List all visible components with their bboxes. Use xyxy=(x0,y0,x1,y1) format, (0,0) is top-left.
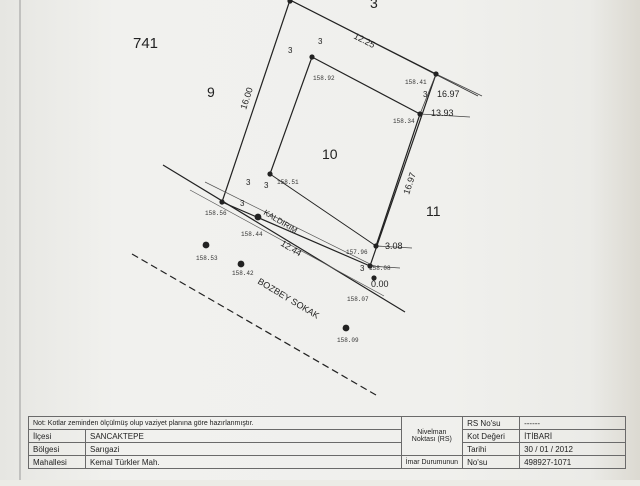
dim-front: 12.44 xyxy=(279,238,303,258)
survey-point xyxy=(219,199,225,205)
footer-note: Not: Kotlar zeminden ölçülmüş olup vaziy… xyxy=(28,416,402,430)
info-table: Not: Kotlar zeminden ölçülmüş olup vaziy… xyxy=(28,416,626,486)
setback-3-f: 3 xyxy=(240,199,245,208)
elev-158-51: 158.51 xyxy=(277,179,299,186)
dim-line-right-5 xyxy=(369,265,401,269)
parcel-label-10: 10 xyxy=(322,146,338,162)
elev-157-96: 157.96 xyxy=(346,249,368,256)
survey-points xyxy=(202,0,439,332)
dim-line-right-4 xyxy=(375,245,413,249)
setback-3-c: 3 xyxy=(423,90,428,99)
rs-label: RS No'su xyxy=(462,416,521,430)
survey-point xyxy=(373,243,379,249)
ilce-label: İlçesi xyxy=(28,429,86,443)
no-value: 498927-1071 xyxy=(519,455,626,469)
parcel-top-edge xyxy=(289,0,437,75)
elev-158-41: 158.41 xyxy=(405,79,427,86)
nivelman-label: Nivelman Noktası (RS) xyxy=(400,416,464,456)
elev-158-44: 158.44 xyxy=(241,231,263,238)
survey-point xyxy=(254,213,262,221)
imar-label: İmar Durumunun xyxy=(400,455,464,469)
elev-158-07: 158.07 xyxy=(347,296,369,303)
rs-value: ------ xyxy=(519,416,626,430)
parcel-front-edge xyxy=(221,201,371,267)
dim-right-outer: 16.97 xyxy=(437,89,460,99)
setback-3-d: 3 xyxy=(246,178,251,187)
survey-point xyxy=(287,0,293,4)
elev-158-92: 158.92 xyxy=(313,75,335,82)
envelope-top xyxy=(311,56,421,115)
survey-point xyxy=(417,111,423,117)
dim-line-right-2 xyxy=(419,113,471,118)
tarih-label: Tarihi xyxy=(462,442,521,456)
front-offset-line xyxy=(204,181,375,267)
survey-point xyxy=(367,263,373,269)
elev-158-09: 158.09 xyxy=(337,337,359,344)
tarih-value: 30 / 01 / 2012 xyxy=(519,442,626,456)
street-name-label: BOZBEY SOKAK xyxy=(256,276,321,321)
page-edge-shadow xyxy=(590,0,640,480)
no-label: No'su xyxy=(462,455,521,469)
dim-top: 12.25 xyxy=(352,31,377,50)
elev-158-34: 158.34 xyxy=(393,118,415,125)
mahalle-value: Kemal Türkler Mah. xyxy=(85,455,402,469)
elev-158-08: 158.08 xyxy=(369,265,391,272)
dim-line-right-3 xyxy=(419,73,437,115)
kaldirim-line-inner xyxy=(189,189,385,297)
survey-point xyxy=(237,260,245,268)
parcel-label-11: 11 xyxy=(426,203,441,219)
setback-3-e: 3 xyxy=(264,181,269,190)
survey-point xyxy=(433,71,439,77)
parcel-label-9: 9 xyxy=(207,84,215,100)
setback-3-b: 3 xyxy=(318,37,323,46)
setback-3-g: 3 xyxy=(360,264,365,273)
kot-label: Kot Değeri xyxy=(462,429,521,443)
envelope-left xyxy=(269,56,313,175)
dim-line-right-1 xyxy=(435,73,483,97)
survey-point xyxy=(267,171,273,177)
parcel-left-edge xyxy=(221,0,291,203)
dim-zero: 0.00 xyxy=(371,279,389,289)
survey-point xyxy=(342,324,350,332)
survey-point xyxy=(309,54,315,60)
dim-setback-top-right: 13.93 xyxy=(431,108,454,118)
parcel-label-3: 3 xyxy=(370,0,378,11)
setback-3-a: 3 xyxy=(288,46,293,55)
mahalle-label: Mahallesi xyxy=(28,455,86,469)
elev-158-56: 158.56 xyxy=(205,210,227,217)
dim-left: 16.00 xyxy=(238,86,254,111)
street-dashed-line xyxy=(131,253,377,396)
bolge-label: Bölgesi xyxy=(28,442,86,456)
dim-right: 16.97 xyxy=(401,171,417,196)
elev-158-42: 158.42 xyxy=(232,270,254,277)
ilce-value: SANCAKTEPE xyxy=(85,429,402,443)
parcel-label-741: 741 xyxy=(133,35,158,52)
kaldirim-line-outer xyxy=(162,164,406,313)
bolge-value: Sarıgazi xyxy=(85,442,402,456)
parcel-right-edge xyxy=(369,73,437,267)
envelope-front xyxy=(269,173,377,247)
survey-point xyxy=(202,241,210,249)
kot-value: İTİBARİ xyxy=(519,429,626,443)
dim-setback-right-bottom: 3.08 xyxy=(385,241,403,251)
elev-158-53: 158.53 xyxy=(196,255,218,262)
survey-point xyxy=(371,275,377,281)
envelope-right xyxy=(375,113,421,247)
